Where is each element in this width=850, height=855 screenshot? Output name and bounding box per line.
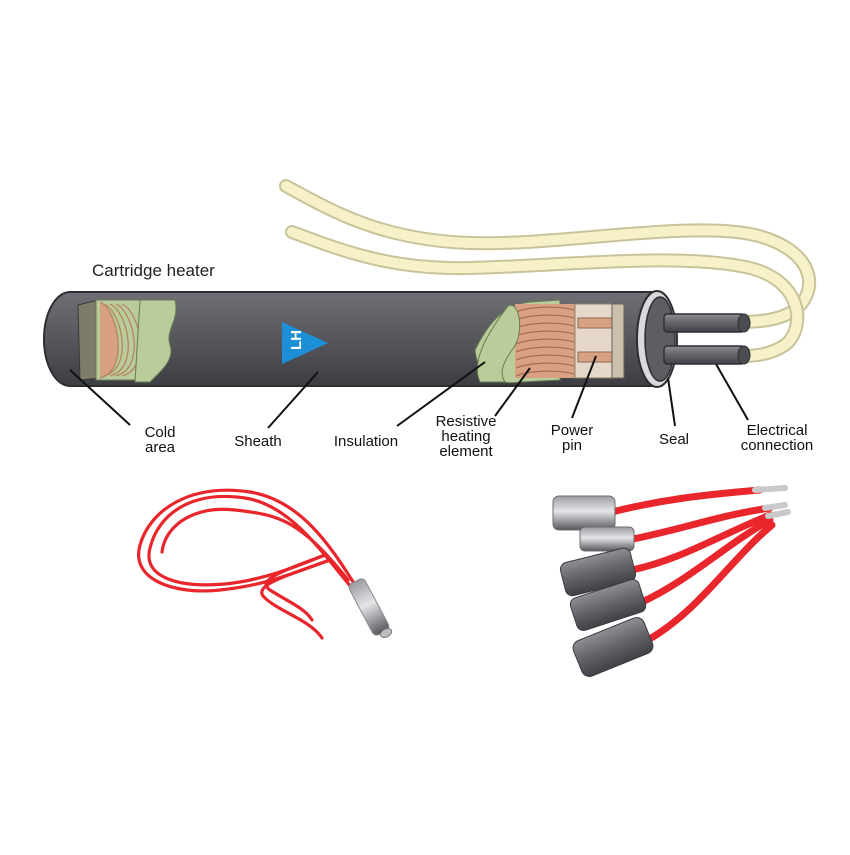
lead-wires — [279, 179, 817, 363]
seal — [636, 290, 678, 388]
single-heater-photo — [137, 488, 393, 640]
label-resistive-heating-element: Resistive heating element — [435, 413, 497, 460]
label-insulation: Insulation — [333, 433, 399, 450]
heater-bundle-photo — [552, 485, 791, 677]
power-pins — [574, 303, 625, 379]
label-sheath: Sheath — [234, 433, 282, 450]
electrical-connection — [663, 313, 751, 365]
logo-text: LH — [288, 330, 305, 350]
diagram-title: Cartridge heater — [92, 261, 215, 280]
cold-area-cutaway — [77, 299, 177, 383]
label-electrical-connection: Electrical connection — [740, 422, 814, 454]
label-seal: Seal — [658, 431, 690, 448]
heater-cylinders — [552, 495, 654, 677]
element-cutaway — [474, 299, 625, 384]
leader-lines — [69, 355, 749, 429]
resistive-coil — [515, 304, 575, 378]
brand-logo: LH — [282, 322, 328, 364]
label-cold-area: Cold area — [144, 424, 176, 456]
label-power-pin: Power pin — [550, 422, 594, 454]
